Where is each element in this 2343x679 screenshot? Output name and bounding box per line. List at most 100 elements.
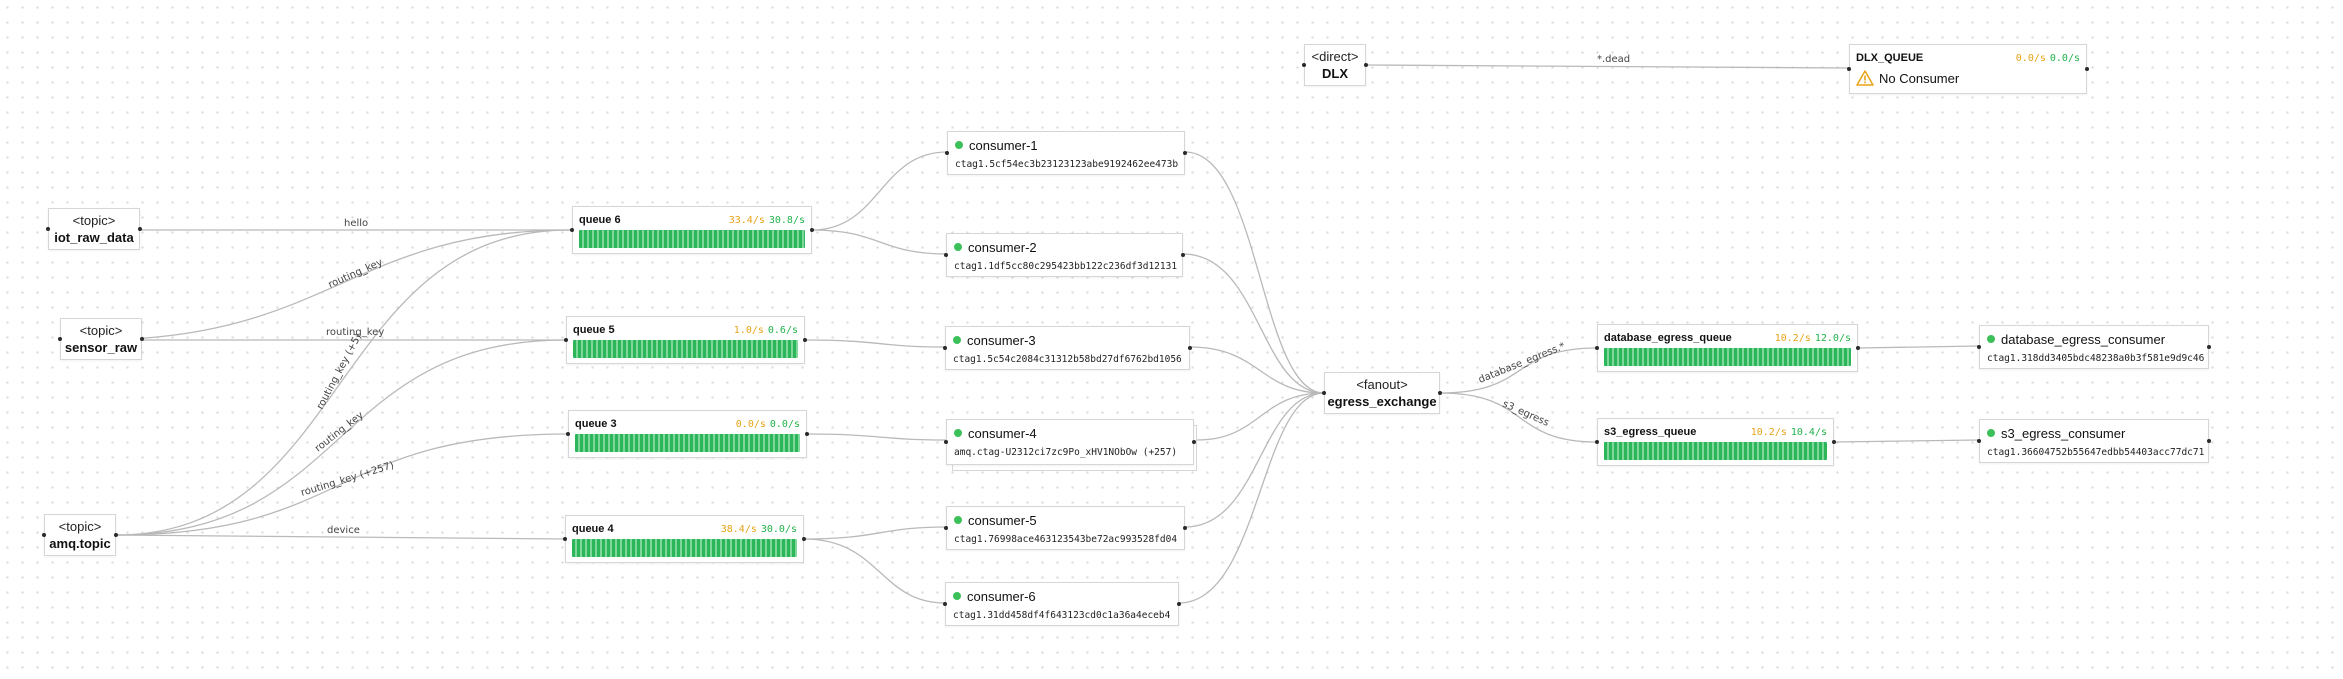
publish-rate: 0.0/s	[2015, 52, 2046, 64]
edge-amq-to-q4[interactable]	[115, 534, 566, 540]
edge-q3-to-c4[interactable]	[806, 433, 947, 441]
consumer-node-5[interactable]: consumer-5 ctag1.76998ace463123543be72ac…	[944, 506, 1187, 550]
green-dot-icon	[1987, 335, 1995, 343]
exchange-name: sensor_raw	[64, 340, 138, 355]
edge-c1-to-egress[interactable]	[1184, 151, 1325, 394]
consumer-tag: ctag1.31dd458df4f643123cd0c1a36a4eceb4	[953, 610, 1171, 621]
exchange-sensor-raw[interactable]: <topic> sensor_raw	[58, 318, 144, 360]
consumer-tag: ctag1.76998ace463123543be72ac993528fd04	[954, 534, 1178, 545]
no-consumer-label: No Consumer	[1879, 70, 1960, 86]
queue-message-bar	[1604, 442, 1827, 460]
consumer-tag: ctag1.5cf54ec3b23123123abe9192462ee473b	[955, 159, 1179, 170]
queue-message-bar	[579, 230, 805, 248]
consumer-node-6[interactable]: consumer-6 ctag1.31dd458df4f643123cd0c1a…	[943, 582, 1181, 626]
exchange-type-label: <topic>	[58, 519, 102, 534]
edge-q4-to-c6[interactable]	[803, 538, 946, 604]
edge-q6-to-c2[interactable]	[811, 229, 947, 255]
queue-name: queue 5	[573, 324, 615, 336]
queue-name: s3_egress_queue	[1604, 426, 1697, 438]
consumer-node-3[interactable]: consumer-3 ctag1.5c54c2084c31312b58bd27d…	[943, 326, 1192, 370]
edge-label-routing-key-q6: routing_key	[327, 257, 385, 291]
edge-label-routing-key-plus257: routing_key (+257)	[300, 460, 396, 499]
consumer-name: consumer-4	[968, 425, 1037, 441]
edge-label-hello: hello	[344, 218, 368, 229]
green-dot-icon	[1987, 429, 1995, 437]
edge-c4-to-egress[interactable]	[1196, 392, 1325, 441]
edge-s3-to-s3consumer[interactable]	[1833, 439, 1980, 443]
consumer-name: consumer-1	[969, 137, 1038, 153]
deliver-rate: 12.0/s	[1814, 332, 1851, 344]
consumer-tag: ctag1.5c54c2084c31312b58bd27df6762bd1056	[953, 354, 1182, 365]
edge-dlx-to-dlq[interactable]	[1365, 64, 1850, 69]
consumer-node-1[interactable]: consumer-1 ctag1.5cf54ec3b23123123abe919…	[945, 131, 1187, 175]
queue-name: queue 4	[572, 523, 614, 535]
edge-amq-to-q5[interactable]	[115, 339, 567, 536]
queue-name: database_egress_queue	[1604, 332, 1732, 344]
queue-message-bar	[573, 340, 798, 358]
edge-c6-to-egress[interactable]	[1178, 392, 1325, 604]
edge-q6-to-c1[interactable]	[811, 151, 948, 231]
edge-db-to-dbconsumer[interactable]	[1857, 345, 1980, 349]
green-dot-icon	[955, 141, 963, 149]
exchange-iot-raw-data[interactable]: <topic> iot_raw_data	[46, 208, 142, 250]
queue-message-bar	[572, 539, 797, 557]
queue-name: queue 6	[579, 214, 621, 226]
edge-label-s3-egress: s3_egress	[1501, 399, 1551, 429]
exchange-name: amq.topic	[49, 536, 111, 551]
publish-rate: 10.2/s	[1774, 332, 1811, 344]
deliver-rate: 10.4/s	[1790, 426, 1827, 438]
edge-q5-to-c3[interactable]	[804, 339, 946, 348]
deliver-rate: 0.0/s	[2049, 52, 2080, 64]
consumer-node-database-egress[interactable]: database_egress_consumer ctag1.318dd3405…	[1977, 325, 2211, 369]
green-dot-icon	[953, 336, 961, 344]
edge-label-device: device	[327, 525, 360, 536]
edge-amq-to-q6[interactable]	[115, 229, 571, 536]
edge-label-routing-key-q5b: routing_key	[313, 410, 366, 455]
deliver-rate: 0.6/s	[767, 324, 798, 336]
warning-icon	[1856, 70, 1874, 86]
exchange-type-label: <topic>	[72, 213, 116, 228]
exchange-amq-topic[interactable]: <topic> amq.topic	[42, 514, 118, 556]
consumer-name: consumer-3	[967, 332, 1036, 348]
consumer-tag: ctag1.1df5cc80c295423bb122c236df3d12131	[954, 261, 1178, 272]
exchange-name: DLX	[1322, 66, 1348, 81]
consumer-tag: ctag1.36604752b55647edbb54403acc77dc71	[1987, 447, 2205, 458]
consumer-tag: ctag1.318dd3405bdc48238a0b3f581e9d9c46	[1987, 353, 2205, 364]
consumer-node-2[interactable]: consumer-2 ctag1.1df5cc80c295423bb122c23…	[944, 233, 1185, 277]
edge-sensor-to-q6[interactable]	[93, 229, 571, 341]
publish-rate: 10.2/s	[1750, 426, 1787, 438]
edge-egress-to-db[interactable]	[1439, 347, 1598, 394]
edge-label-routing-key-plus5: routing_key (+5)	[315, 332, 364, 411]
edge-c5-to-egress[interactable]	[1184, 392, 1325, 528]
consumer-node-s3-egress[interactable]: s3_egress_consumer ctag1.36604752b55647e…	[1977, 419, 2211, 463]
publish-rate: 0.0/s	[735, 418, 766, 430]
queue-name: DLX_QUEUE	[1856, 52, 1924, 64]
exchange-egress[interactable]: <fanout> egress_exchange	[1322, 372, 1442, 414]
green-dot-icon	[954, 429, 962, 437]
consumer-tag: amq.ctag-U2312ci7zc9Po_xHV1NObOw (+257)	[954, 447, 1178, 458]
edge-q4-to-c5[interactable]	[803, 526, 947, 540]
green-dot-icon	[953, 592, 961, 600]
consumer-name: consumer-5	[968, 512, 1037, 528]
edge-label-database-egress: database_egress.*	[1477, 341, 1567, 386]
edge-c3-to-egress[interactable]	[1189, 346, 1325, 394]
green-dot-icon	[954, 243, 962, 251]
publish-rate: 1.0/s	[733, 324, 764, 336]
consumer-node-4[interactable]: consumer-4 amq.ctag-U2312ci7zc9Po_xHV1NO…	[944, 419, 1196, 465]
queue-message-bar	[1604, 348, 1851, 366]
publish-rate: 38.4/s	[720, 523, 757, 535]
edge-egress-to-s3[interactable]	[1439, 392, 1598, 443]
edge-amq-to-q3[interactable]	[115, 433, 569, 536]
no-consumer-warning: No Consumer	[1856, 70, 2080, 86]
consumer-name: s3_egress_consumer	[2001, 425, 2126, 441]
deliver-rate: 30.0/s	[760, 523, 797, 535]
edge-c2-to-egress[interactable]	[1182, 253, 1325, 394]
exchange-dlx[interactable]: <direct> DLX	[1302, 44, 1368, 86]
